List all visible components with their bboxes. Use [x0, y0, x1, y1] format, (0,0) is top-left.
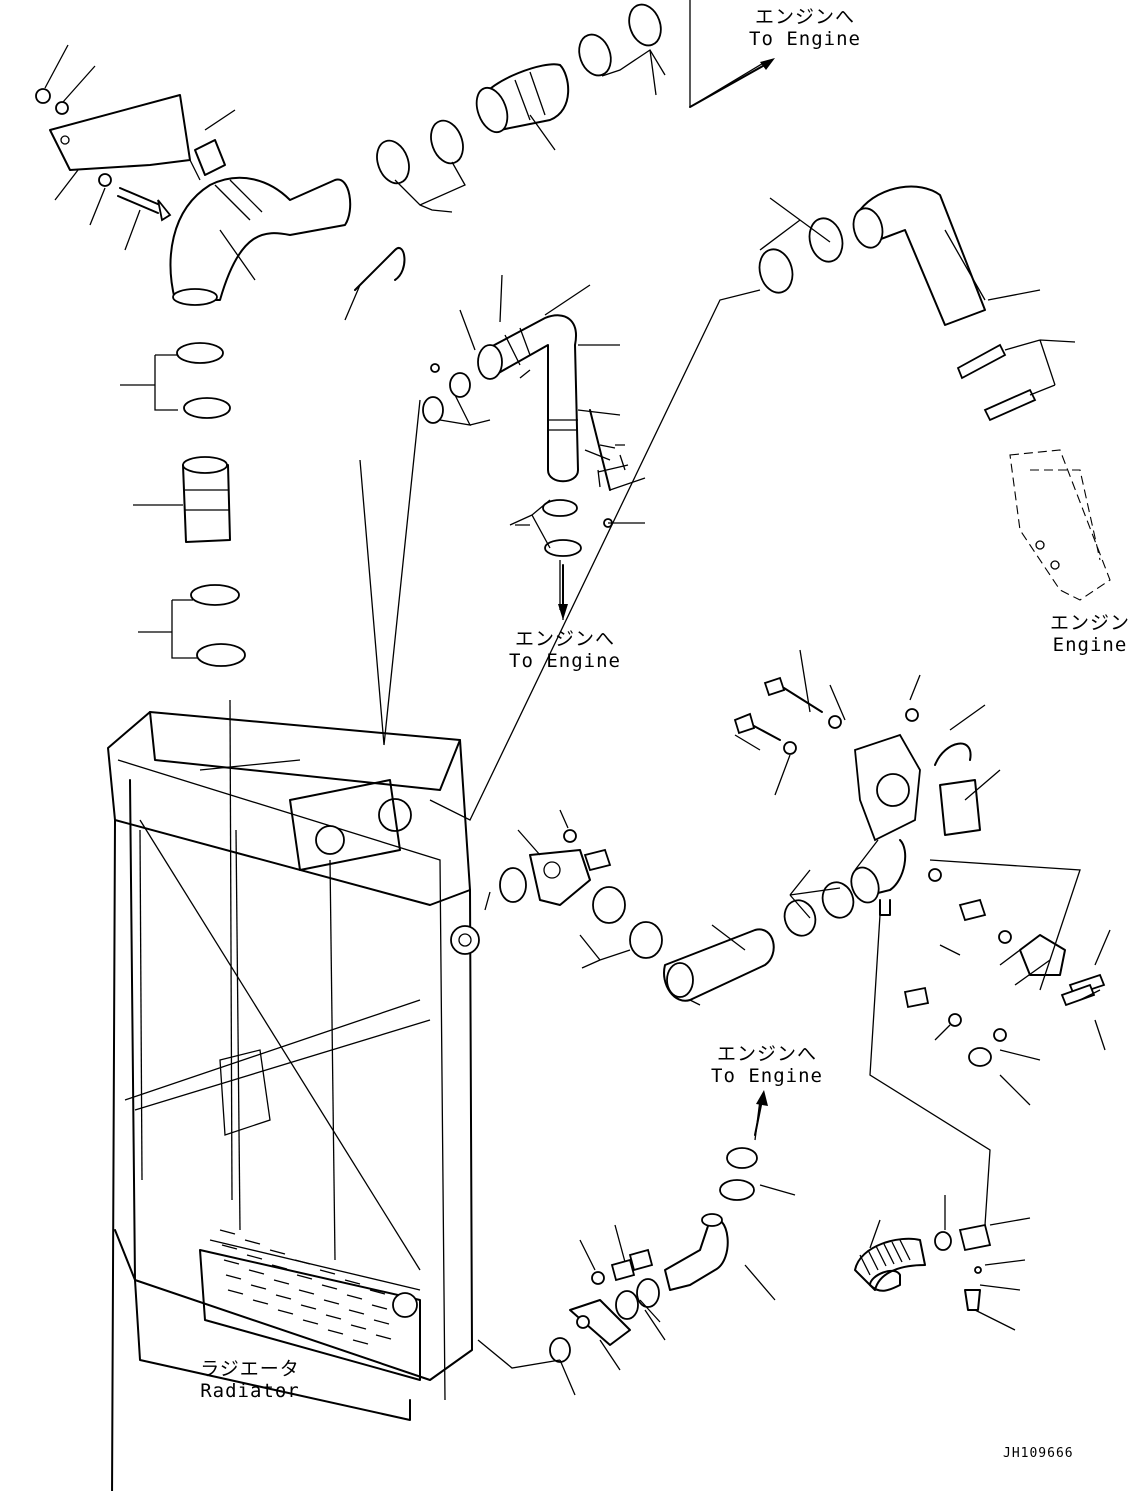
radiator: [107, 699, 480, 1491]
engine-right-ja: エンジン: [1049, 612, 1130, 634]
to-engine-label-middle: エンジンへ To Engine: [500, 628, 630, 672]
upper-right-hose: [758, 185, 1037, 422]
drain-parts: [854, 1223, 992, 1311]
to-engine-label-lower: エンジンへ To Engine: [702, 1043, 832, 1087]
radiator-ja: ラジエータ: [200, 1358, 300, 1380]
to-engine-top-ja: エンジンへ: [754, 6, 855, 28]
water-pipe-middle: [499, 829, 855, 1002]
lower-hose-assembly: [549, 1147, 758, 1363]
intake-pipe-assembly: [35, 88, 406, 306]
center-tube-assembly: [422, 314, 613, 557]
to-engine-lower-en: To Engine: [711, 1065, 823, 1087]
to-engine-top-en: To Engine: [749, 28, 861, 50]
engine-label-right: エンジン Engine: [1040, 612, 1140, 656]
leader-lines: [44, 0, 1111, 1396]
to-engine-label-top: エンジンへ To Engine: [740, 6, 870, 50]
thermostat-assembly: [733, 676, 1106, 1067]
top-hose-assembly: [376, 3, 662, 185]
radiator-en: Radiator: [200, 1380, 300, 1402]
to-engine-middle-ja: エンジンへ: [514, 628, 615, 650]
radiator-label: ラジエータ Radiator: [190, 1358, 310, 1402]
document-id: JH109666: [1003, 1446, 1074, 1461]
left-hose-assembly: [176, 342, 246, 667]
engine-outline: [1009, 449, 1111, 601]
to-engine-lower-ja: エンジンへ: [716, 1043, 817, 1065]
arrows: [558, 58, 775, 1136]
to-engine-middle-en: To Engine: [509, 650, 621, 672]
engine-right-en: Engine: [1052, 634, 1128, 656]
